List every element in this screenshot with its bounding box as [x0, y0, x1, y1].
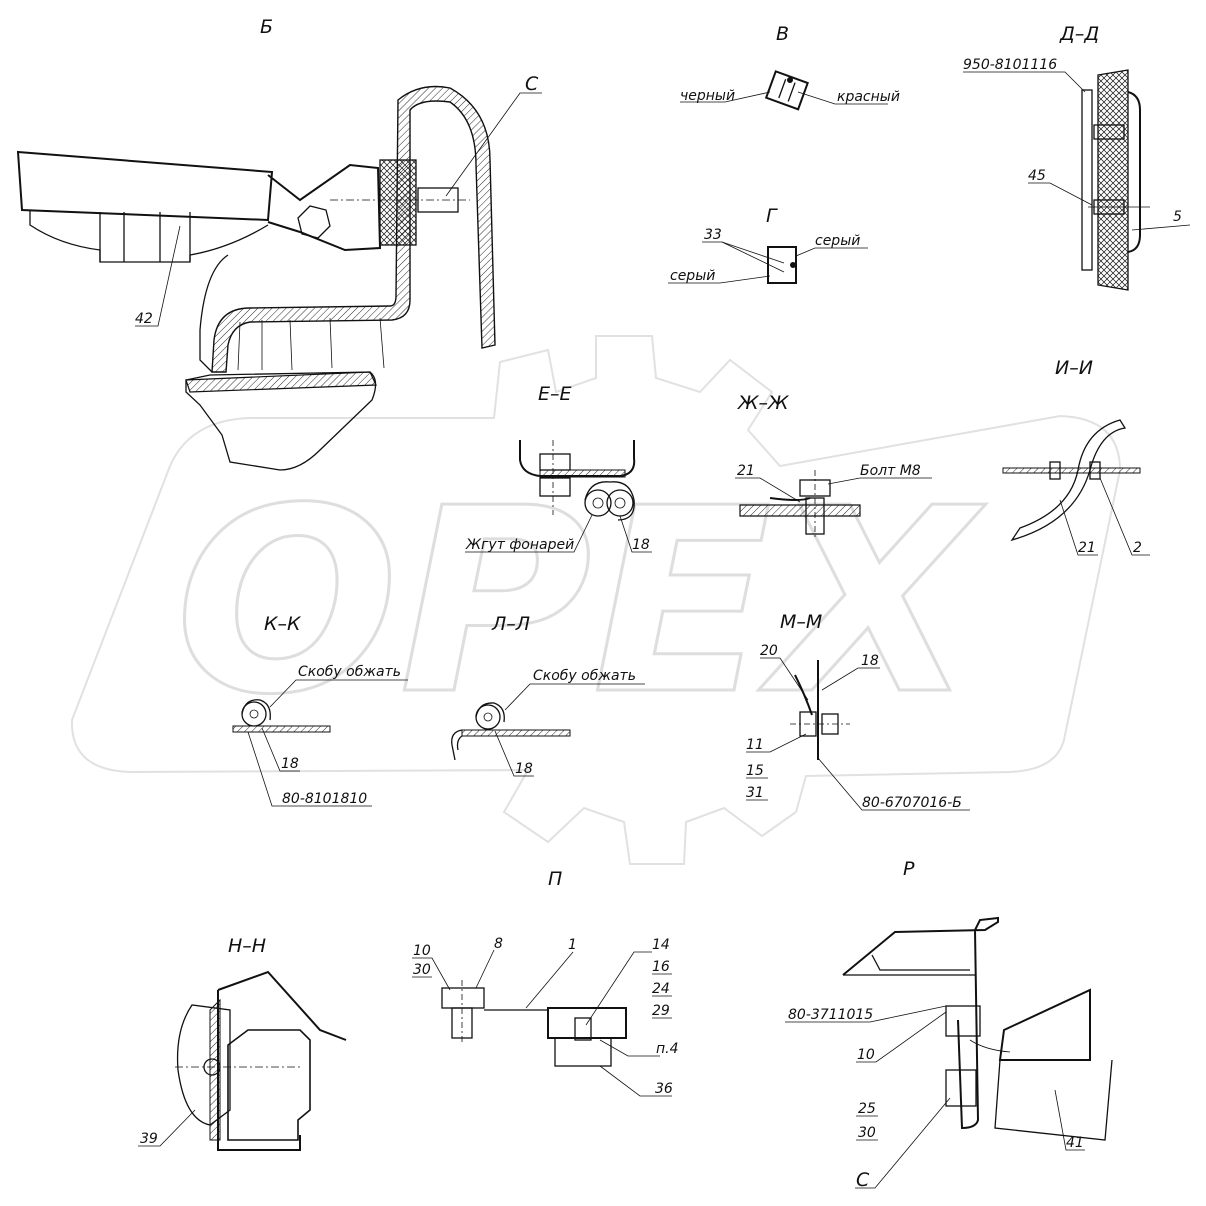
label-kk-bracket: Скобу обжать [298, 664, 401, 680]
label-r-41: 41 [1066, 1135, 1084, 1151]
section-title-b: Б [260, 16, 273, 38]
section-title-mm: М–М [780, 611, 822, 633]
view-ee: Е–Е Жгут фонарей 18 [465, 383, 652, 553]
section-title-dd: Д–Д [1059, 23, 1099, 45]
label-zh-bolt: Болт М8 [860, 463, 921, 479]
watermark-text: OPEX [175, 454, 987, 751]
view-nn: Н–Н 39 [138, 935, 347, 1151]
label-r-30: 30 [858, 1125, 876, 1141]
section-title-ee: Е–Е [538, 383, 572, 405]
section-title-p: П [548, 868, 562, 890]
view-kk: К–К Скобу обжать 18 80-8101810 [232, 613, 408, 807]
label-p-16: 16 [652, 959, 670, 975]
label-r-c: С [856, 1169, 870, 1191]
label-p-8: 8 [494, 936, 503, 952]
section-title-g: Г [766, 205, 778, 227]
view-r: Р 80-3711015 10 25 30 41 С [785, 858, 1113, 1191]
label-ii-21: 21 [1078, 540, 1096, 556]
label-b-c: С [525, 73, 539, 95]
label-nn-39: 39 [140, 1131, 158, 1147]
lamp-body [16, 150, 274, 222]
view-mm: М–М 20 18 11 15 31 80-6707016-Б [746, 611, 970, 811]
view-p: П 10 30 8 1 14 16 24 29 п.4 36 [412, 868, 679, 1097]
body-panel [211, 85, 496, 373]
label-r-10: 10 [857, 1047, 875, 1063]
label-kk-18: 18 [281, 756, 299, 772]
label-p-24: 24 [652, 981, 670, 997]
label-ii-2: 2 [1133, 540, 1142, 556]
label-ee-18: 18 [632, 537, 650, 553]
label-ll-bracket: Скобу обжать [533, 668, 636, 684]
section-title-r: Р [903, 858, 915, 880]
label-p-10: 10 [413, 943, 431, 959]
label-p-36: 36 [655, 1081, 673, 1097]
label-r-25: 25 [858, 1101, 876, 1117]
label-p-1: 1 [568, 937, 577, 953]
watermark: OPEX [70, 335, 1122, 865]
label-mm-31: 31 [746, 785, 764, 801]
label-b-42: 42 [135, 311, 153, 327]
section-title-ii: И–И [1055, 357, 1093, 379]
view-g: Г 33 серый серый [668, 205, 868, 284]
label-mm-20: 20 [760, 643, 778, 659]
view-v: В черный красный [680, 23, 900, 111]
watermark-gear [70, 335, 1122, 865]
label-v-black: черный [680, 88, 735, 104]
label-dd-5: 5 [1173, 209, 1182, 225]
label-g-grey1: серый [815, 233, 860, 249]
label-kk-part: 80-8101810 [282, 791, 367, 807]
label-ll-18: 18 [515, 761, 533, 777]
label-g-grey2: серый [670, 268, 715, 284]
label-g-33: 33 [704, 227, 722, 243]
label-zh-21: 21 [737, 463, 755, 479]
section-title-zhzh: Ж–Ж [737, 392, 790, 414]
view-zhzh: Ж–Ж 21 Болт М8 [735, 392, 932, 540]
label-p-14: 14 [652, 937, 670, 953]
label-p-30: 30 [413, 962, 431, 978]
label-mm-part: 80-6707016-Б [862, 795, 962, 811]
section-title-ll: Л–Л [491, 613, 530, 635]
label-p-29: 29 [652, 1003, 670, 1019]
view-ll: Л–Л Скобу обжать 18 [451, 613, 645, 777]
label-ee-harness: Жгут фонарей [465, 537, 574, 553]
section-title-v: В [776, 23, 789, 45]
label-mm-15: 15 [746, 763, 764, 779]
label-v-red: красный [837, 89, 900, 105]
label-r-part: 80-3711015 [788, 1007, 873, 1023]
section-title-nn: Н–Н [228, 935, 266, 957]
label-mm-18: 18 [861, 653, 879, 669]
view-b: Б С 42 [16, 16, 542, 471]
label-mm-11: 11 [746, 737, 764, 753]
label-dd-part: 950-8101116 [963, 57, 1057, 73]
view-ii: И–И 21 2 [1002, 357, 1150, 556]
section-title-kk: К–К [264, 613, 302, 635]
label-p-n4: п.4 [656, 1041, 679, 1057]
label-dd-45: 45 [1028, 168, 1046, 184]
view-dd: Д–Д 950-8101116 45 5 [963, 23, 1191, 291]
